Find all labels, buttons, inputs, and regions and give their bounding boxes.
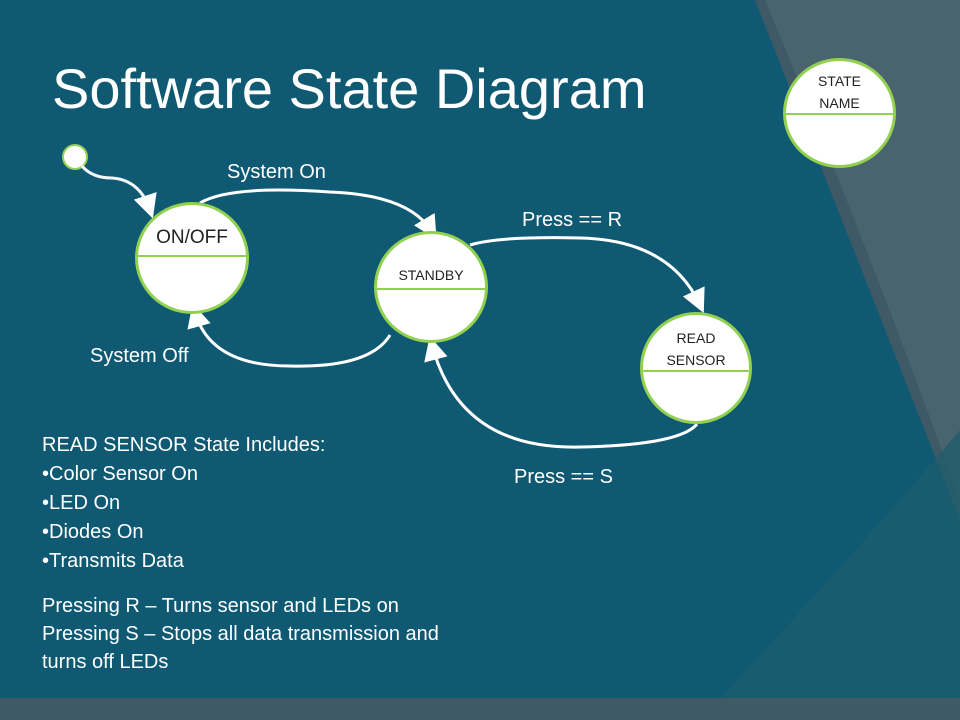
transition-label-press-s: Press == S (514, 466, 613, 488)
read-sensor-info-heading: READ SENSOR State Includes: (42, 434, 326, 456)
page-title: Software State Diagram (52, 57, 647, 120)
transition-label-system-on: System On (227, 161, 326, 183)
state-read-sensor-divider (643, 370, 749, 372)
read-sensor-info: READ SENSOR State Includes: •Color Senso… (42, 431, 325, 576)
arrow-system-on (199, 188, 437, 240)
state-read-sensor-label-line1: READ (676, 330, 716, 346)
legend-state-name-line2: NAME (819, 95, 860, 111)
transition-label-press-r: Press == R (522, 209, 623, 231)
note-line: Pressing R – Turns sensor and LEDs on (42, 595, 399, 617)
read-sensor-info-item: •Color Sensor On (42, 463, 198, 485)
arrow-initial-to-onoff (80, 164, 157, 219)
state-standby-label: STANDBY (398, 267, 464, 283)
note-line: Pressing S – Stops all data transmission… (42, 623, 439, 645)
legend-state-name-line1: STATE (817, 73, 862, 89)
state-on-off-label: ON/OFF (156, 227, 228, 248)
transition-label-system-off: System Off (90, 345, 189, 367)
arrow-system-off (187, 303, 392, 368)
legend-state-divider (786, 113, 893, 115)
state-standby: STANDBY (374, 231, 488, 343)
arrow-press-s (424, 336, 699, 449)
legend-state-circle: STATE NAME (783, 58, 896, 168)
initial-state-dot (62, 144, 88, 170)
decorative-curve (700, 430, 960, 720)
state-on-off: ON/OFF (135, 202, 249, 314)
note-line: turns off LEDs (42, 651, 169, 673)
state-on-off-divider (138, 255, 246, 257)
bottom-frame (0, 698, 960, 720)
state-read-sensor-label-line2: SENSOR (666, 352, 726, 368)
read-sensor-info-item: •Diodes On (42, 521, 144, 543)
button-notes: Pressing R – Turns sensor and LEDs on Pr… (42, 592, 439, 676)
state-read-sensor: READ SENSOR (640, 312, 752, 424)
state-standby-divider (377, 288, 485, 290)
read-sensor-info-item: •LED On (42, 492, 121, 514)
arrow-press-r (469, 236, 705, 314)
read-sensor-info-item: •Transmits Data (42, 550, 184, 572)
decorative-band (765, 0, 960, 500)
